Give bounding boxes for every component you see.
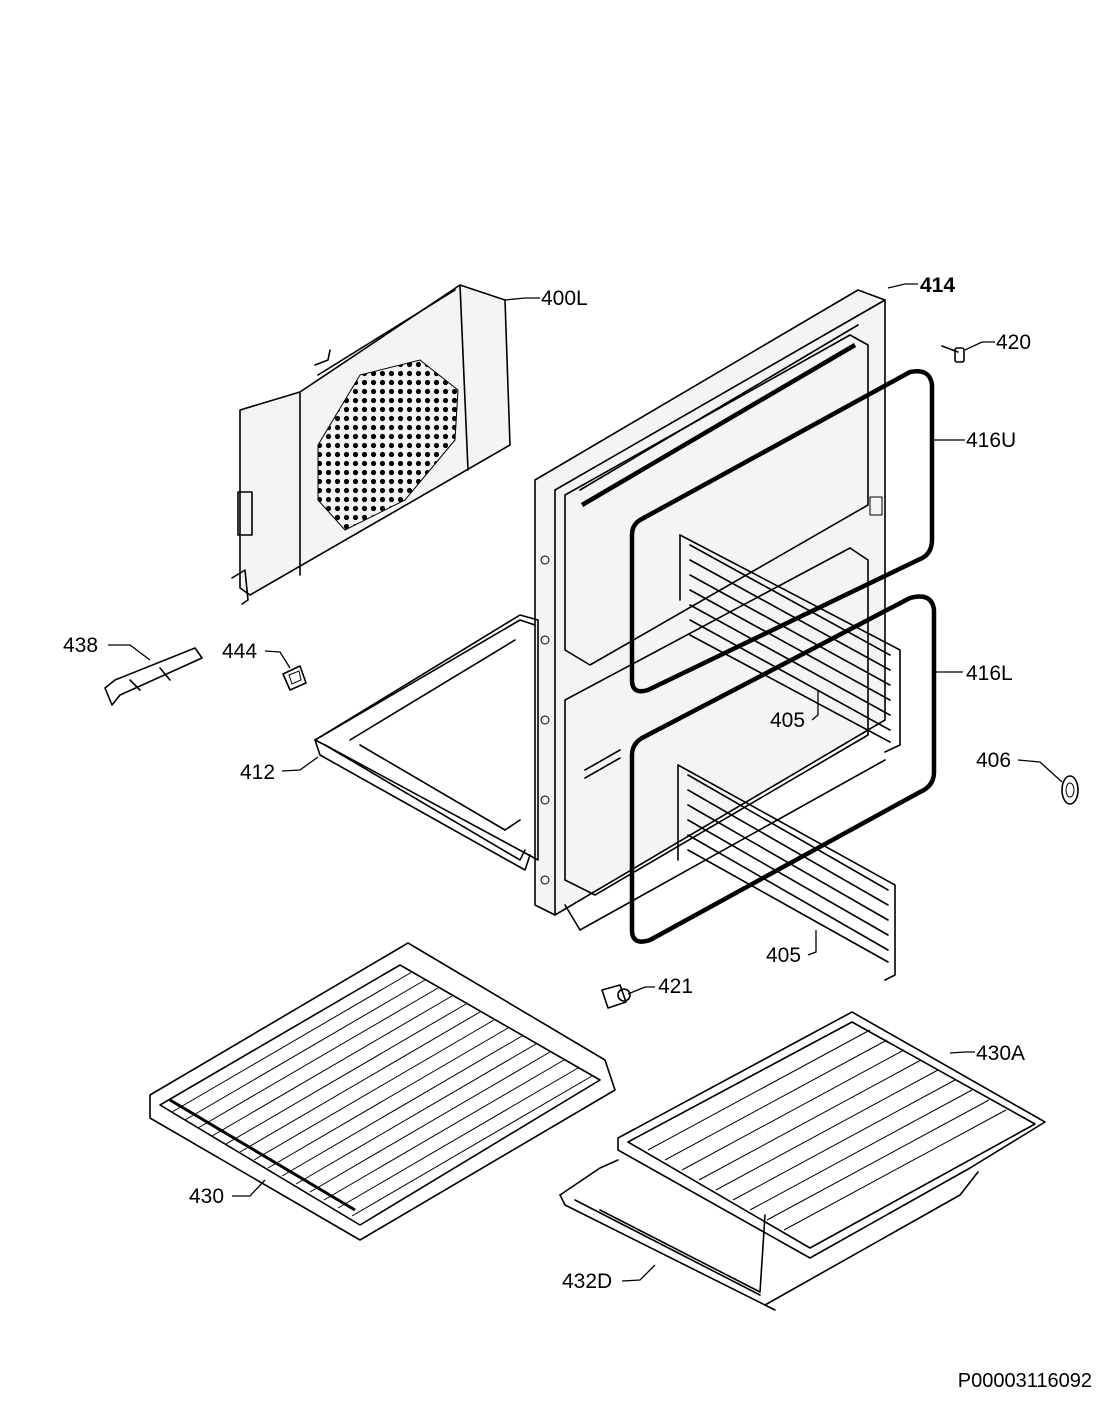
label-432D: 432D — [562, 1270, 612, 1293]
rear-fan-cover-400L — [231, 284, 511, 605]
leader-lines — [108, 283, 1063, 1282]
lower-seal-416L — [629, 594, 937, 944]
label-400L: 400L — [541, 287, 588, 310]
label-405-lower: 405 — [766, 944, 801, 967]
shelf-support-405-upper — [679, 534, 901, 753]
wire-shelf-430 — [149, 942, 616, 1241]
bracket-438 — [104, 647, 203, 706]
bottom-panel-412 — [314, 619, 536, 871]
label-416L: 416L — [966, 662, 1013, 685]
label-430: 430 — [189, 1185, 224, 1208]
lamp-421 — [601, 984, 631, 1009]
drip-tray-432D — [559, 1159, 979, 1311]
oven-cavity-414 — [314, 289, 886, 931]
upper-seal-416U — [629, 369, 935, 694]
label-430A: 430A — [976, 1042, 1025, 1065]
label-405-upper: 405 — [770, 709, 805, 732]
label-421: 421 — [658, 975, 693, 998]
part-labels: 400L 414 420 416U 438 444 416L 405 412 4… — [63, 274, 1031, 1293]
clip-444 — [282, 665, 307, 691]
label-412: 412 — [240, 761, 275, 784]
label-406: 406 — [976, 749, 1011, 772]
label-414: 414 — [920, 274, 955, 297]
nut-406 — [1061, 775, 1079, 805]
label-416U: 416U — [966, 429, 1016, 452]
label-444: 444 — [222, 640, 257, 663]
label-420: 420 — [996, 331, 1031, 354]
shelf-support-405-lower — [677, 764, 896, 981]
document-number: P00003116092 — [957, 1370, 1092, 1392]
screw-420 — [941, 345, 965, 363]
grill-rack-430A — [617, 1011, 1046, 1259]
label-438: 438 — [63, 634, 98, 657]
